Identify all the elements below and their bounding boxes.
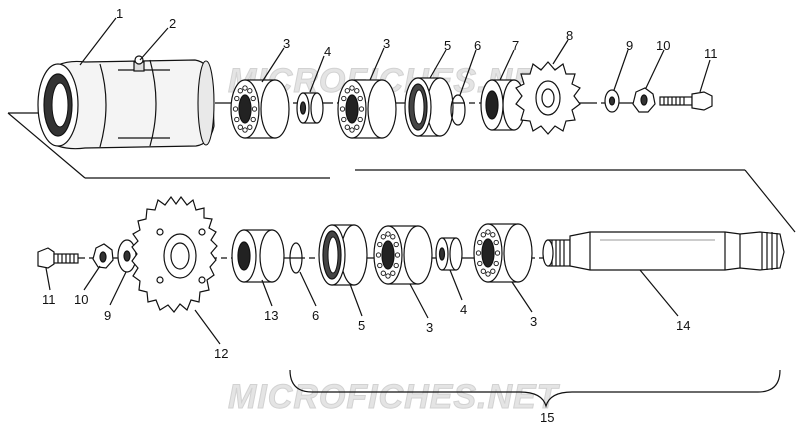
callout-3d: 3	[530, 314, 537, 329]
bearing-ball	[390, 234, 396, 240]
callout-12: 12	[214, 346, 228, 361]
bearing-ball	[494, 250, 501, 256]
bearing-ball	[341, 95, 347, 102]
bearing-ball	[234, 116, 240, 123]
bearing-ball	[375, 252, 382, 258]
bearing-ball	[485, 271, 491, 277]
bearing-ball	[349, 85, 355, 91]
bearing-ball	[349, 127, 355, 133]
callout-6a: 6	[474, 38, 481, 53]
callout-14: 14	[676, 318, 690, 333]
bearing-housing	[37, 59, 215, 150]
watermark-bottom: MICROFICHES.NET	[228, 378, 561, 416]
lock-washer-10b	[92, 243, 114, 269]
bearing-balls	[475, 229, 501, 277]
bearing-ball	[339, 106, 346, 112]
assembly-brace	[289, 369, 781, 409]
spacer-4a	[296, 92, 324, 124]
bearing-ball	[493, 260, 499, 267]
callout-15: 15	[540, 410, 554, 425]
bearing-ball	[250, 95, 256, 102]
callout-11b: 11	[42, 292, 56, 307]
bearing-balls	[232, 85, 258, 133]
callout-9b: 9	[104, 308, 111, 323]
callout-5b: 5	[358, 318, 365, 333]
bearing-balls	[375, 231, 401, 279]
bearing-ball	[477, 239, 483, 246]
bearing-ball	[385, 231, 391, 237]
grease-fitting	[133, 55, 145, 72]
callout-13: 13	[264, 308, 278, 323]
bearing-3c	[373, 225, 433, 285]
bolt-11b	[37, 247, 79, 269]
bearing-ball	[344, 124, 350, 130]
bearing-ball	[480, 232, 486, 238]
bearing-ball	[377, 241, 383, 248]
bearing-ball	[490, 232, 496, 238]
bearing-ball	[390, 270, 396, 276]
bearing-ball	[394, 252, 401, 258]
callout-11a: 11	[704, 46, 718, 61]
callout-1: 1	[116, 6, 123, 21]
callout-6b: 6	[312, 308, 319, 323]
race-5b	[318, 224, 368, 286]
bearing-ball	[354, 124, 360, 130]
bearing-ball	[490, 268, 496, 274]
lock-washer-10a	[632, 87, 656, 113]
callout-4b: 4	[460, 302, 467, 317]
bearing-ball	[354, 88, 360, 94]
washer-9a	[604, 89, 620, 113]
spacer-4b	[435, 237, 463, 271]
bearing-ball	[357, 95, 363, 102]
bearing-ball	[385, 273, 391, 279]
o-ring-6b	[289, 242, 303, 274]
callout-8: 8	[566, 28, 573, 43]
bearing-ball	[344, 88, 350, 94]
bearing-ball	[358, 106, 365, 112]
o-ring-6a	[450, 94, 466, 126]
bearing-ball	[377, 262, 383, 269]
callout-10b: 10	[74, 292, 88, 307]
callout-3b: 3	[383, 36, 390, 51]
bearing-ball	[251, 106, 258, 112]
washer-9b	[117, 239, 137, 273]
callout-9a: 9	[626, 38, 633, 53]
callout-4a: 4	[324, 44, 331, 59]
bearing-balls	[339, 85, 365, 133]
bearing-ball	[357, 116, 363, 123]
bearing-ball	[493, 239, 499, 246]
bearing-ball	[475, 250, 482, 256]
seal-13	[231, 229, 285, 283]
bearing-ball	[234, 95, 240, 102]
bearing-ball	[341, 116, 347, 123]
bearing-ball	[242, 127, 248, 133]
leader-lines	[45, 17, 711, 345]
driven-sprocket-large	[131, 195, 218, 313]
callout-2: 2	[169, 16, 176, 31]
bearing-ball	[242, 85, 248, 91]
bearing-ball	[393, 241, 399, 248]
drive-sprocket-small	[515, 61, 581, 135]
bearing-ball	[480, 268, 486, 274]
bearing-ball	[232, 106, 239, 112]
bearing-ball	[237, 88, 243, 94]
bearing-ball	[393, 262, 399, 269]
bearing-ball	[380, 234, 386, 240]
callout-5a: 5	[444, 38, 451, 53]
bearing-ball	[237, 124, 243, 130]
callout-3c: 3	[426, 320, 433, 335]
race-5a	[404, 77, 454, 137]
callout-7: 7	[512, 38, 519, 53]
bearing-ball	[380, 270, 386, 276]
callout-10a: 10	[656, 38, 670, 53]
bearing-ball	[477, 260, 483, 267]
bearing-ball	[247, 124, 253, 130]
bearing-ball	[485, 229, 491, 235]
bolt-11a	[659, 91, 713, 111]
bearing-ball	[247, 88, 253, 94]
callout-3a: 3	[283, 36, 290, 51]
drive-shaft	[542, 231, 785, 271]
bearing-ball	[250, 116, 256, 123]
